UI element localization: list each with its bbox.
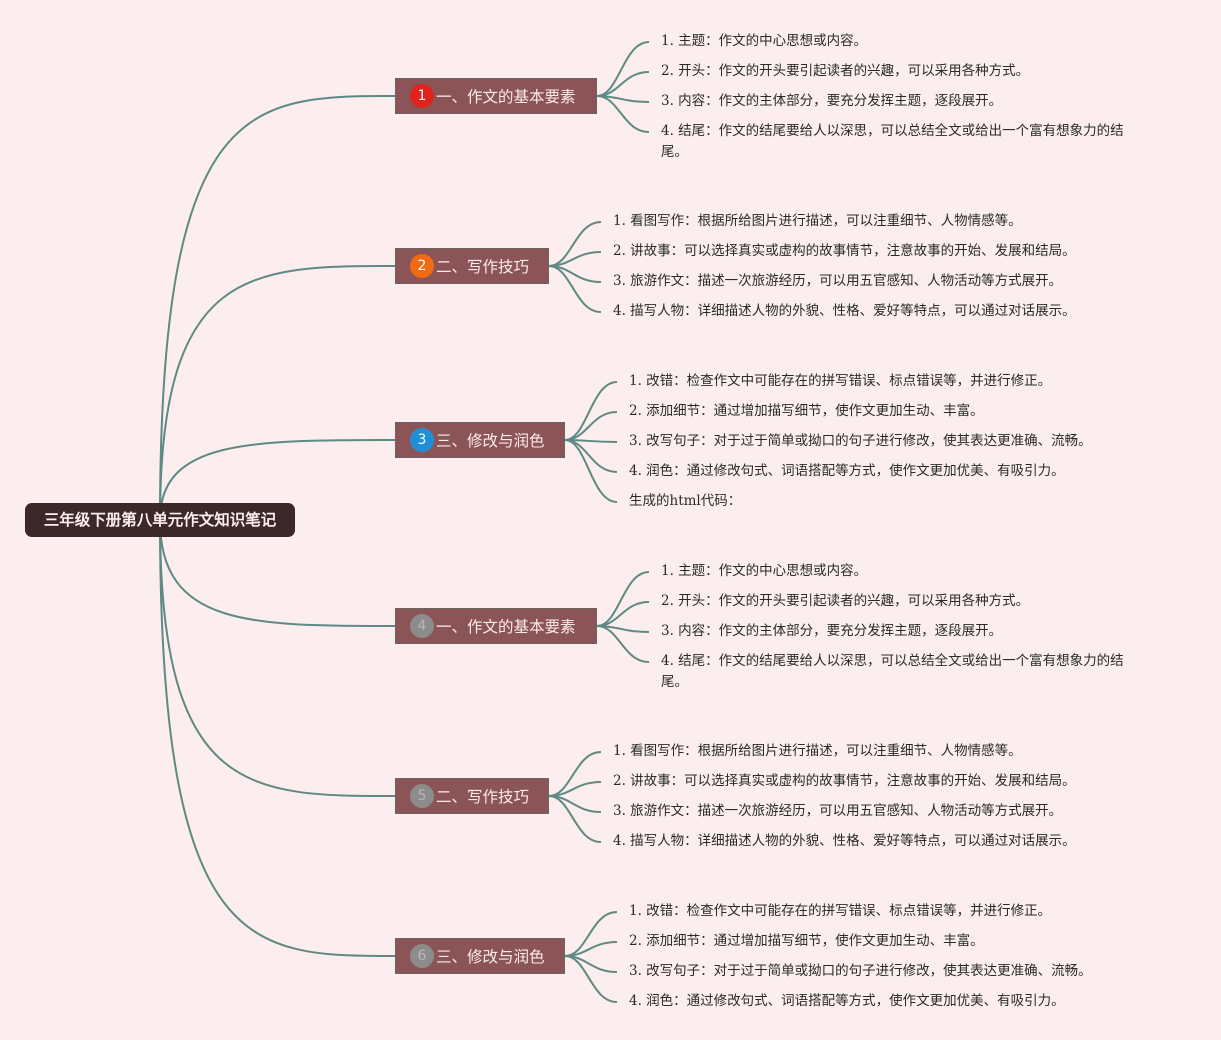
branch-label: 三、修改与润色 xyxy=(436,432,545,450)
leaf-topic[interactable]: 3. 旅游作文：描述一次旅游经历，可以用五官感知、人物活动等方式展开。 xyxy=(613,803,1063,819)
leaf-connector xyxy=(564,439,618,473)
branch-connector xyxy=(159,439,396,521)
leaf-connector xyxy=(564,955,618,1003)
leaf-topic[interactable]: 3. 内容：作文的主体部分，要充分发挥主题，逐段展开。 xyxy=(661,623,1003,639)
leaf-connector xyxy=(564,911,618,957)
leaf-topic[interactable]: 4. 描写人物：详细描述人物的外貌、性格、爱好等特点，可以通过对话展示。 xyxy=(613,303,1076,319)
leaf-topic[interactable]: 3. 内容：作文的主体部分，要充分发挥主题，逐段展开。 xyxy=(661,93,1003,109)
leaf-topic[interactable]: 4. 结尾：作文的结尾要给人以深思，可以总结全文或给出一个富有想象力的结尾。 xyxy=(661,123,1124,160)
leaf-topic[interactable]: 3. 改写句子：对于过于简单或拗口的句子进行修改，使其表达更准确、流畅。 xyxy=(629,963,1092,979)
leaf-topic[interactable]: 1. 看图写作：根据所给图片进行描述，可以注重细节、人物情感等。 xyxy=(613,213,1022,229)
leaf-topic[interactable]: 2. 添加细节：通过增加描写细节，使作文更加生动、丰富。 xyxy=(629,403,984,419)
leaf-topic[interactable]: 1. 看图写作：根据所给图片进行描述，可以注重细节、人物情感等。 xyxy=(613,743,1022,759)
leaf-topic[interactable]: 2. 讲故事：可以选择真实或虚构的故事情节，注意故事的开始、发展和结局。 xyxy=(613,773,1076,789)
leaf-connector xyxy=(564,381,618,441)
branch-connector xyxy=(159,519,396,627)
leaf-topic[interactable]: 4. 润色：通过修改句式、词语搭配等方式，使作文更加优美、有吸引力。 xyxy=(629,993,1065,1009)
leaf-connector xyxy=(564,411,618,441)
leaf-topic[interactable]: 2. 开头：作文的开头要引起读者的兴趣，可以采用各种方式。 xyxy=(661,593,1030,609)
leaf-topic[interactable]: 1. 主题：作文的中心思想或内容。 xyxy=(661,33,868,49)
number-badge: 1 xyxy=(410,84,434,108)
number-badge: 3 xyxy=(410,428,434,452)
leaf-topic[interactable]: 生成的html代码： xyxy=(629,493,742,509)
leaf-connector xyxy=(596,625,650,663)
leaf-connector xyxy=(596,41,650,97)
number-badge: 4 xyxy=(410,614,434,638)
number-badge: 2 xyxy=(410,254,434,278)
branch-label: 三、修改与润色 xyxy=(436,948,545,966)
branch-label: 一、作文的基本要素 xyxy=(436,88,576,106)
leaf-connector xyxy=(548,751,602,797)
branch-label: 二、写作技巧 xyxy=(436,258,530,276)
leaf-topic[interactable]: 4. 润色：通过修改句式、词语搭配等方式，使作文更加优美、有吸引力。 xyxy=(629,463,1065,479)
leaf-topic[interactable]: 2. 开头：作文的开头要引起读者的兴趣，可以采用各种方式。 xyxy=(661,63,1030,79)
leaf-connector xyxy=(548,221,602,267)
leaf-topic[interactable]: 3. 改写句子：对于过于简单或拗口的句子进行修改，使其表达更准确、流畅。 xyxy=(629,433,1092,449)
leaf-connector xyxy=(564,439,618,503)
leaf-topic[interactable]: 3. 旅游作文：描述一次旅游经历，可以用五官感知、人物活动等方式展开。 xyxy=(613,273,1063,289)
leaf-connector xyxy=(596,95,650,133)
leaf-topic[interactable]: 4. 结尾：作文的结尾要给人以深思，可以总结全文或给出一个富有想象力的结尾。 xyxy=(661,653,1124,690)
leaf-topic[interactable]: 1. 改错：检查作文中可能存在的拼写错误、标点错误等，并进行修正。 xyxy=(629,903,1052,919)
root-topic[interactable]: 三年级下册第八单元作文知识笔记 xyxy=(25,503,295,537)
leaf-topic[interactable]: 2. 讲故事：可以选择真实或虚构的故事情节，注意故事的开始、发展和结局。 xyxy=(613,243,1076,259)
leaf-connector xyxy=(548,265,602,313)
leaf-connector xyxy=(596,571,650,627)
leaf-connector xyxy=(548,795,602,843)
branch-connector xyxy=(159,519,396,957)
leaf-topic[interactable]: 2. 添加细节：通过增加描写细节，使作文更加生动、丰富。 xyxy=(629,933,984,949)
number-badge: 6 xyxy=(410,944,434,968)
branch-connector xyxy=(159,265,396,521)
number-badge: 5 xyxy=(410,784,434,808)
branch-connector xyxy=(159,95,396,521)
leaf-topic[interactable]: 4. 描写人物：详细描述人物的外貌、性格、爱好等特点，可以通过对话展示。 xyxy=(613,833,1076,849)
branch-label: 一、作文的基本要素 xyxy=(436,618,576,636)
branch-connector xyxy=(159,519,396,797)
leaf-topic[interactable]: 1. 主题：作文的中心思想或内容。 xyxy=(661,563,868,579)
leaf-topic[interactable]: 1. 改错：检查作文中可能存在的拼写错误、标点错误等，并进行修正。 xyxy=(629,373,1052,389)
branch-label: 二、写作技巧 xyxy=(436,788,530,806)
